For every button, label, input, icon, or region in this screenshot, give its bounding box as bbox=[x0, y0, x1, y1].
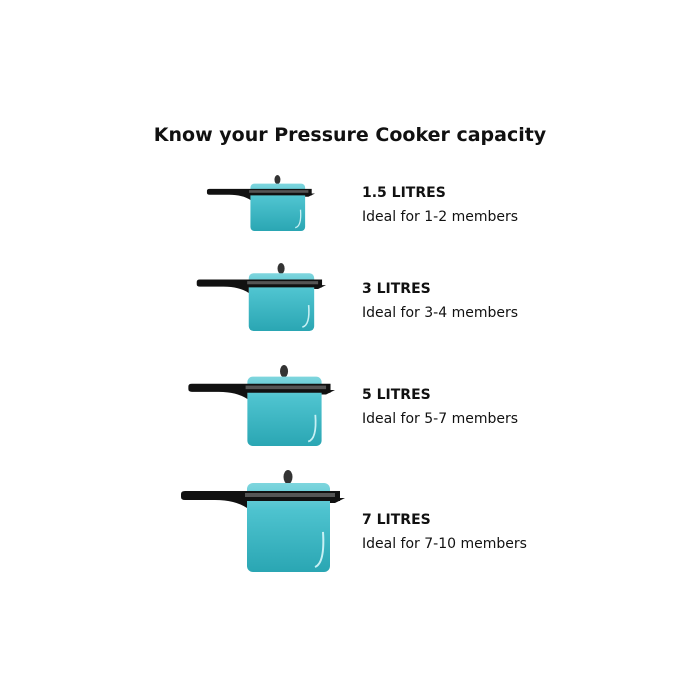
capacity-item: 1.5 LITRES Ideal for 1-2 members bbox=[362, 181, 518, 229]
capacity-item: 5 LITRES Ideal for 5-7 members bbox=[362, 383, 518, 431]
capacity-description: Ideal for 5-7 members bbox=[362, 411, 519, 427]
pressure-cooker-icon bbox=[206, 175, 315, 231]
capacity-description: Ideal for 1-2 members bbox=[362, 209, 519, 225]
pressure-cooker-icon bbox=[196, 263, 326, 331]
pressure-cooker-icon bbox=[188, 365, 335, 446]
capacity-label: 7 LITRES bbox=[362, 512, 431, 528]
capacity-description: Ideal for 7-10 members bbox=[362, 536, 527, 552]
page-title: Know your Pressure Cooker capacity bbox=[153, 124, 547, 146]
pressure-cooker-icon bbox=[181, 470, 345, 572]
capacity-description: Ideal for 3-4 members bbox=[362, 305, 519, 321]
capacity-item: 7 LITRES Ideal for 7-10 members bbox=[362, 508, 527, 556]
capacity-label: 1.5 LITRES bbox=[362, 185, 446, 201]
capacity-label: 5 LITRES bbox=[362, 387, 431, 403]
capacity-item: 3 LITRES Ideal for 3-4 members bbox=[362, 277, 518, 325]
capacity-label: 3 LITRES bbox=[362, 281, 431, 297]
